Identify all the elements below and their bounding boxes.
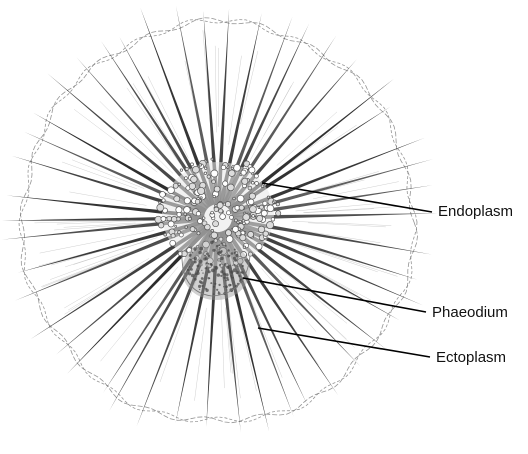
ectoplasm-leader-line	[258, 328, 430, 357]
ectoplasm-label: Ectoplasm	[436, 350, 506, 366]
phaeodium-body	[182, 240, 250, 300]
endoplasm-label: Endoplasm	[438, 204, 513, 220]
phaeodium-label: Phaeodium	[432, 305, 508, 321]
